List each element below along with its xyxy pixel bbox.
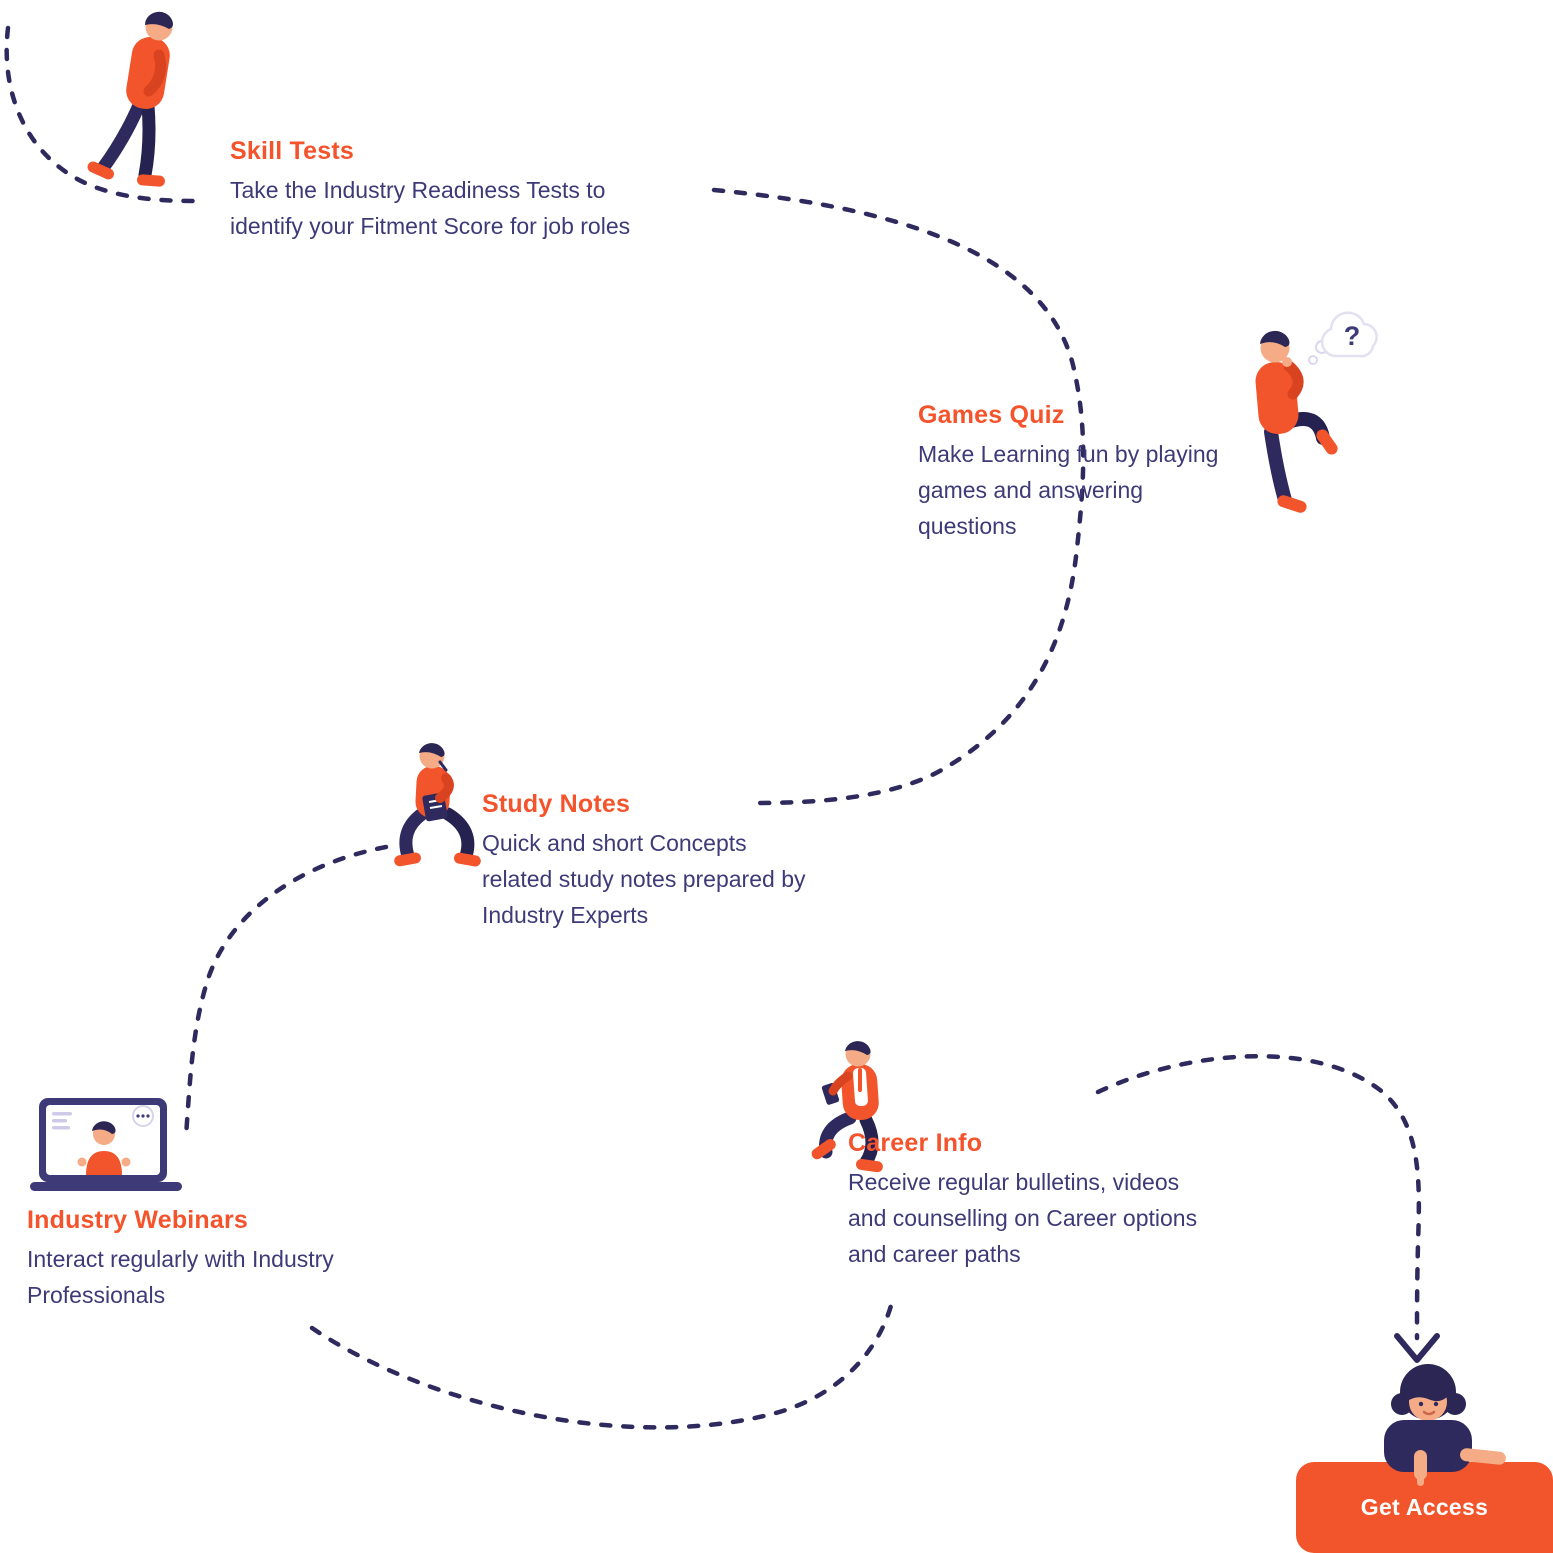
step-title: Games Quiz: [918, 401, 1065, 429]
get-access-label: Get Access: [1360, 1494, 1489, 1520]
laptop-base: [30, 1182, 182, 1191]
step-description: Take the Industry Readiness Tests to ide…: [230, 177, 631, 239]
pointing-hand: [1414, 1450, 1427, 1480]
career-info-character-illustration: [811, 1041, 883, 1173]
step-study-notes: Study Notes Quick and short Concepts rel…: [482, 789, 902, 933]
games-quiz-character-illustration: ?: [1255, 311, 1378, 513]
connector-study-notes-to-webinars: [183, 844, 389, 1139]
step-title: Study Notes: [482, 790, 631, 818]
step-industry-webinars: Industry Webinars Interact regularly wit…: [27, 1205, 447, 1313]
connector-start-to-skill-tests: [4, 25, 201, 204]
industry-webinars-laptop-illustration: [30, 1098, 182, 1191]
step-description: Quick and short Concepts related study n…: [482, 830, 806, 928]
step-title: Skill Tests: [230, 137, 355, 165]
step-career-info: Career Info Receive regular bulletins, v…: [848, 1128, 1288, 1272]
step-title: Career Info: [848, 1129, 983, 1157]
thought-bubble: ?: [1308, 311, 1378, 365]
connector-webinars-to-career-info: [309, 1299, 895, 1430]
question-mark-icon: ?: [1344, 321, 1361, 351]
step-skill-tests: Skill Tests Take the Industry Readiness …: [230, 136, 730, 244]
pencil: [438, 760, 448, 772]
step-games-quiz: Games Quiz Make Learning fun by playing …: [918, 400, 1298, 544]
step-description: Make Learning fun by playing games and a…: [918, 441, 1219, 539]
connector-career-info-to-cta: [1095, 1054, 1422, 1341]
arrow-down-icon: [1394, 1333, 1440, 1363]
skill-tests-character-illustration: [87, 11, 173, 187]
cta-character-illustration: [1384, 1364, 1506, 1486]
step-description: Interact regularly with Industry Profess…: [27, 1246, 334, 1308]
step-description: Receive regular bulletins, videos and co…: [848, 1169, 1198, 1267]
study-notes-character-illustration: [394, 743, 481, 867]
step-title: Industry Webinars: [27, 1206, 249, 1234]
speech-bubble-icon: [132, 1105, 154, 1127]
